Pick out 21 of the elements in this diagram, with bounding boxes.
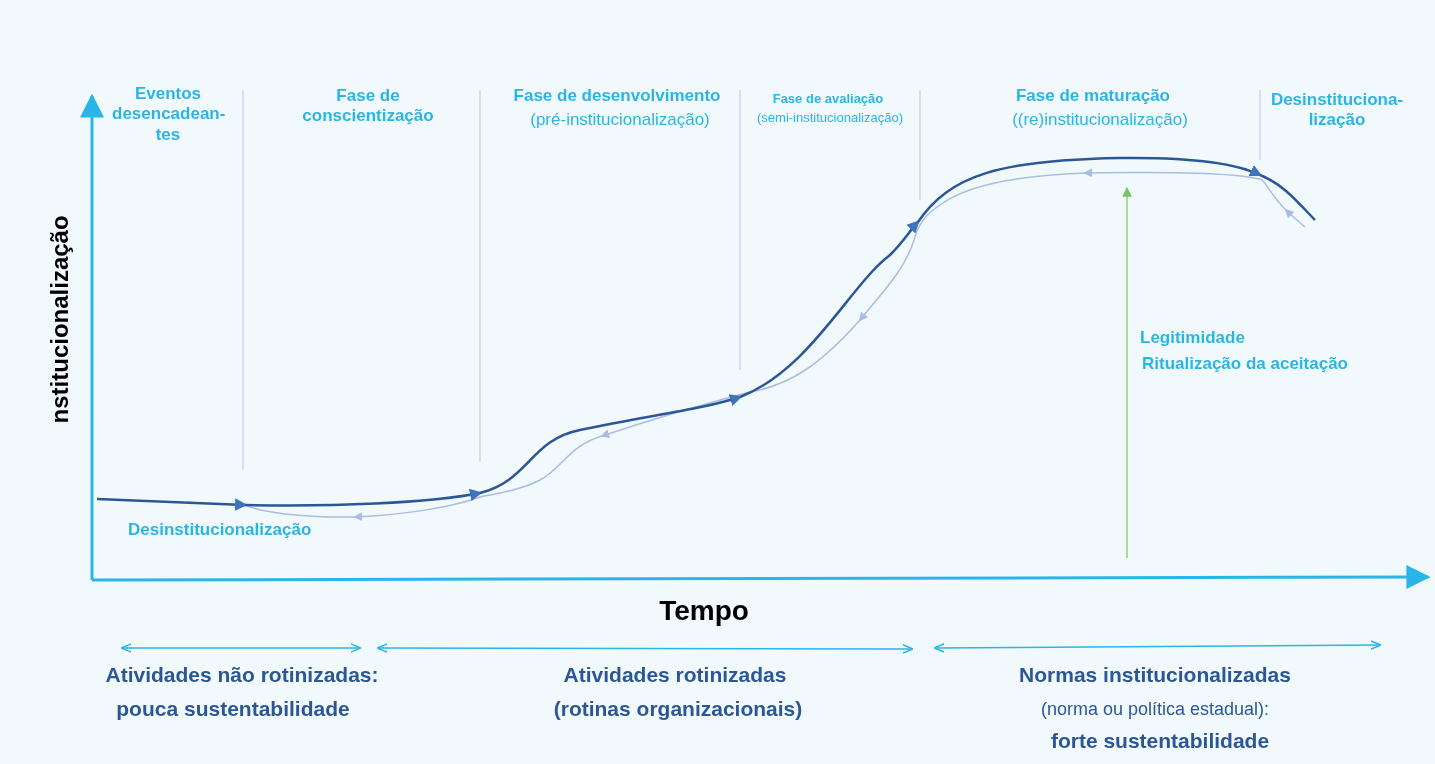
- phase-subtitle: (semi-institucionalização): [756, 110, 904, 126]
- phase-heading: Desinstituciona-lização: [1269, 90, 1405, 131]
- phase-subtitle: (pré-institucionalização): [529, 110, 711, 131]
- stage-title: pouca sustentabilidade: [115, 696, 351, 722]
- curve-label: Desinstitucionalização: [128, 520, 313, 541]
- stage-title: Atividades rotinizadas: [562, 662, 788, 688]
- stage-title: Atividades não rotinizadas:: [104, 662, 380, 688]
- axis-title: nstitucionalização: [45, 214, 74, 426]
- annotation-text: Ritualização da aceitação: [1142, 354, 1349, 375]
- annotation-text: Legitimidade: [1140, 328, 1246, 349]
- stage-title: Normas institucionalizadas: [1018, 662, 1292, 688]
- stage-title: forte sustentabilidade: [1049, 728, 1271, 754]
- phase-heading: Fase de conscientização: [301, 86, 435, 127]
- stage-subtitle: (norma ou política estadual):: [1039, 699, 1271, 721]
- axis-title: Tempo: [658, 594, 750, 628]
- phase-subtitle: ((re)institucionalização): [1011, 110, 1189, 131]
- phase-heading: Eventos desencadean-tes: [112, 84, 224, 146]
- phase-heading: Fase de maturação: [1015, 86, 1171, 107]
- stage-title: (rotinas organizacionais): [552, 696, 804, 722]
- phase-heading: Fase de avaliação: [771, 91, 885, 107]
- phase-heading: Fase de desenvolvimento: [512, 86, 722, 107]
